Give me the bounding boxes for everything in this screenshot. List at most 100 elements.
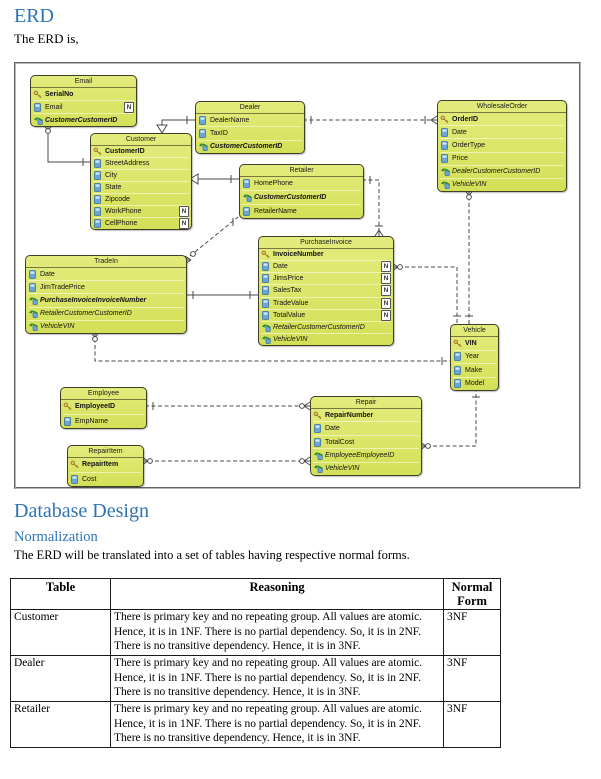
cell-table: Customer (10, 609, 111, 656)
column-icon (242, 207, 252, 216)
attribute-name: RepairItem (82, 461, 119, 469)
attribute-row: Price (440, 153, 564, 166)
crow-foot-symbol (303, 456, 311, 466)
key-icon (93, 147, 103, 156)
column-icon (261, 298, 271, 308)
attribute-name: TaxID (210, 129, 228, 137)
attribute-name: Cost (82, 475, 97, 483)
attribute-name: OrderID (452, 115, 479, 123)
attribute-name: VehicleVIN (325, 465, 360, 473)
column-icon (93, 195, 103, 204)
attribute-name: VehicleVIN (273, 335, 308, 343)
attribute-row: DealerCustomerCustomerID (440, 166, 564, 179)
attribute-row: OrderID (440, 113, 564, 127)
cell-reasoning: There is primary key and no repeating gr… (110, 701, 444, 748)
attribute-row: Date (313, 422, 419, 436)
key-icon (313, 411, 323, 420)
ring-symbol (466, 194, 472, 200)
column-icon (440, 154, 450, 163)
attribute-row: CustomerCustomerID (33, 114, 134, 126)
attribute-row: EmployeeID (63, 400, 144, 415)
connector-tradein-retailer (184, 216, 239, 261)
fk-icon (440, 167, 450, 177)
attribute-row: City (93, 170, 189, 182)
attribute-row: State (93, 182, 189, 194)
ring-symbol (425, 443, 431, 449)
cell-reasoning: There is primary key and no repeating gr… (110, 609, 444, 656)
attribute-name: VehicleVIN (452, 181, 487, 189)
intro-text: The ERD is, (14, 31, 79, 46)
attribute-name: EmpName (75, 417, 109, 425)
attribute-row: TaxID (198, 127, 302, 141)
connector-layer (43, 115, 480, 466)
attribute-name: City (105, 172, 118, 179)
entity-title: PurchaseInvoice (259, 237, 393, 249)
attribute-name: TotalCost (325, 438, 355, 446)
entity-title: TradeIn (26, 256, 186, 268)
attribute-name: TotalValue (273, 311, 306, 319)
nullable-badge: N (381, 297, 391, 309)
column-icon (198, 129, 208, 138)
attribute-row: InvoiceNumber (261, 249, 391, 262)
nullable-badge: N (179, 218, 189, 229)
attribute-name: Email (45, 103, 63, 111)
ring-symbol (299, 403, 305, 409)
attribute-name: JimTradePrice (40, 283, 85, 291)
fk-icon (261, 323, 271, 332)
attribute-name: State (105, 184, 122, 191)
attribute-name: CustomerCustomerID (210, 143, 283, 151)
attribute-row: CustomerCustomerID (242, 191, 361, 205)
heading-normalization: Normalization (14, 529, 98, 545)
attribute-name: InvoiceNumber (273, 251, 324, 259)
attribute-row: HomePhone (242, 177, 361, 191)
attribute-name: TradeValue (273, 299, 309, 307)
subtype-triangle-symbol (189, 173, 199, 185)
attribute-row: EmpName (63, 415, 144, 429)
column-icon (33, 102, 43, 112)
fk-icon (28, 296, 38, 305)
fk-icon (242, 193, 252, 202)
attribute-name: PurchaseInvoiceInvoiceNumber (40, 297, 147, 304)
crow-foot-symbol (374, 229, 384, 237)
attribute-name: CellPhone (105, 220, 138, 227)
attribute-name: VehicleVIN (40, 323, 75, 331)
column-icon (28, 282, 38, 292)
attribute-row: DealerName (198, 114, 302, 128)
subtype-triangle-symbol (156, 124, 168, 134)
attribute-row: Make (453, 364, 496, 378)
attribute-name: SalesTax (273, 287, 302, 295)
attribute-name: Date (273, 263, 288, 271)
attribute-row: PurchaseInvoiceInvoiceNumber (28, 294, 184, 308)
cell-table: Dealer (10, 655, 111, 702)
column-icon (453, 352, 463, 362)
attribute-row: RepairNumber (313, 409, 419, 423)
column-icon (313, 424, 323, 434)
nullable-badge: N (124, 101, 134, 113)
heading-database-design: Database Design (14, 500, 149, 522)
attribute-row: Email N (33, 101, 134, 114)
cell-reasoning: There is primary key and no repeating gr… (110, 655, 444, 702)
attribute-row: VehicleVIN (261, 334, 391, 345)
attribute-name: Date (452, 128, 467, 136)
column-icon (93, 207, 103, 216)
attribute-row: JimTradePrice (28, 281, 184, 295)
entity-title: Email (31, 76, 136, 88)
column-icon (440, 141, 450, 150)
column-icon (261, 310, 271, 320)
entity-title: WholesaleOrder (438, 101, 566, 113)
connector-email-customer (47, 125, 90, 163)
entity-title: Retailer (240, 165, 363, 177)
entity-title: Employee (61, 388, 146, 400)
attribute-row: RetailerName (242, 205, 361, 218)
entity-title: Vehicle (451, 325, 498, 337)
key-icon (70, 460, 80, 469)
key-icon (440, 115, 450, 124)
attribute-row: TotalCost (313, 436, 419, 450)
